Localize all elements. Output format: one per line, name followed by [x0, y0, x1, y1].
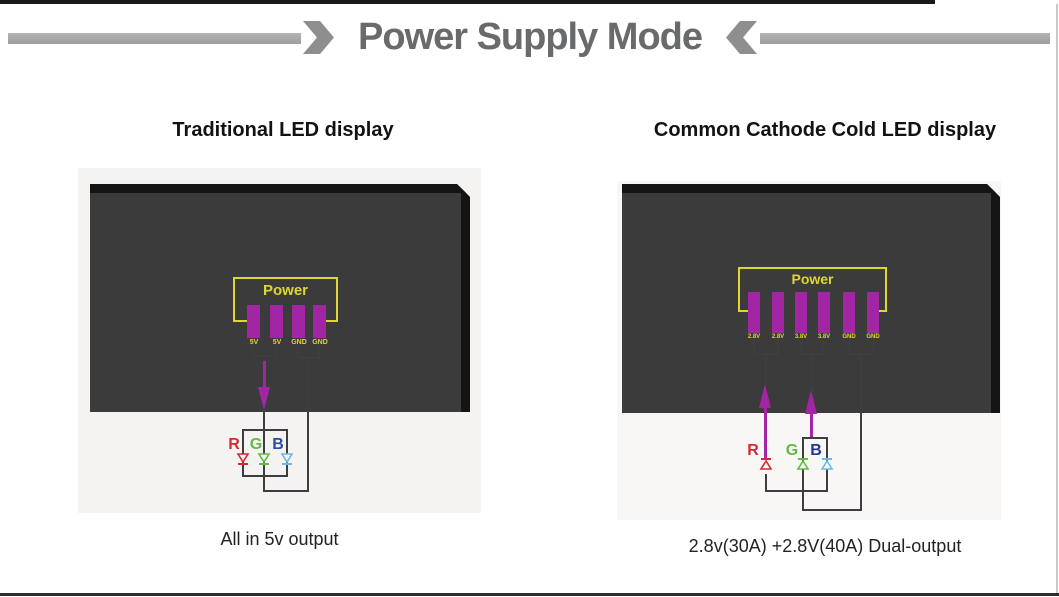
title-left-bar	[8, 33, 301, 44]
pin-label: 3.8V	[817, 334, 831, 340]
bottom-border	[0, 593, 1059, 596]
power-pin	[313, 305, 326, 338]
pin-label: 5V	[249, 339, 259, 346]
wire	[263, 476, 265, 492]
right-power-label: Power	[791, 271, 834, 287]
arrow-up-icon	[805, 390, 817, 414]
ground-wire	[860, 353, 862, 511]
left-led-module	[90, 184, 470, 412]
wire	[802, 509, 862, 511]
right-border	[1056, 4, 1058, 593]
top-border	[0, 0, 935, 4]
diode-down-icon-blue	[280, 453, 294, 465]
connector-foot	[740, 310, 753, 312]
left-led-circuit-box	[242, 429, 288, 477]
wire	[777, 342, 779, 354]
wire	[263, 490, 309, 492]
diode-down-icon-green	[257, 453, 271, 465]
power-pin	[270, 305, 283, 338]
arrow-down-icon	[258, 387, 270, 410]
connector-foot	[235, 320, 248, 322]
wire	[263, 429, 265, 477]
left-power-connector-outline	[233, 277, 338, 322]
led-letter-green: G	[249, 436, 263, 453]
power-pin	[748, 292, 760, 333]
diode-up-icon-green	[796, 458, 810, 470]
wire	[765, 353, 767, 386]
left-caption: All in 5v output	[220, 529, 339, 549]
wire	[848, 342, 850, 354]
wire	[297, 347, 299, 358]
wire	[802, 490, 804, 511]
power-pin	[795, 292, 807, 333]
pin-label: GND	[866, 334, 880, 340]
power-pin	[818, 292, 830, 333]
wire	[318, 347, 320, 358]
arrow-up-icon	[759, 384, 771, 408]
wire	[263, 409, 265, 430]
wire	[811, 353, 813, 392]
supply-wire	[764, 406, 767, 459]
pin-label: 5V	[272, 339, 282, 346]
pin-label: 3.8V	[794, 334, 808, 340]
connector-foot	[323, 320, 336, 322]
wire	[252, 347, 254, 356]
wire	[822, 342, 824, 354]
power-pin	[867, 292, 879, 333]
led-letter-green: G	[785, 442, 799, 459]
led-letter-blue: B	[810, 442, 822, 459]
led-letter-blue: B	[272, 436, 284, 453]
diode-down-icon-red	[236, 453, 250, 465]
led-letter-red: R	[228, 436, 240, 453]
diode-up-icon-blue	[820, 458, 834, 470]
pin-label: 2.8V	[771, 334, 785, 340]
pin-label: GND	[312, 339, 328, 346]
power-pin	[247, 305, 260, 338]
wire	[263, 356, 265, 362]
pin-label: GND	[291, 339, 307, 346]
right-caption: 2.8v(30A) +2.8V(40A) Dual-output	[688, 536, 962, 556]
ground-wire	[307, 357, 309, 492]
supply-wire	[810, 412, 813, 437]
power-pin	[292, 305, 305, 338]
wire	[275, 347, 277, 356]
supply-wire	[263, 361, 266, 388]
pin-label: 2.8V	[747, 334, 761, 340]
wire	[765, 474, 767, 492]
wire	[800, 342, 802, 354]
wire	[765, 490, 828, 492]
title-right-bar	[760, 33, 1050, 44]
power-pin	[772, 292, 784, 333]
left-panel-heading: Traditional LED display	[172, 119, 394, 141]
diode-up-icon-red	[759, 458, 773, 470]
led-letter-red: R	[747, 442, 759, 459]
wire	[753, 342, 755, 354]
pin-label: GND	[842, 334, 856, 340]
wire	[872, 342, 874, 354]
right-panel-heading: Common Cathode Cold LED display	[653, 119, 997, 141]
page-title: Power Supply Mode	[357, 16, 703, 58]
left-power-label: Power	[262, 282, 308, 299]
power-pin	[843, 292, 855, 333]
